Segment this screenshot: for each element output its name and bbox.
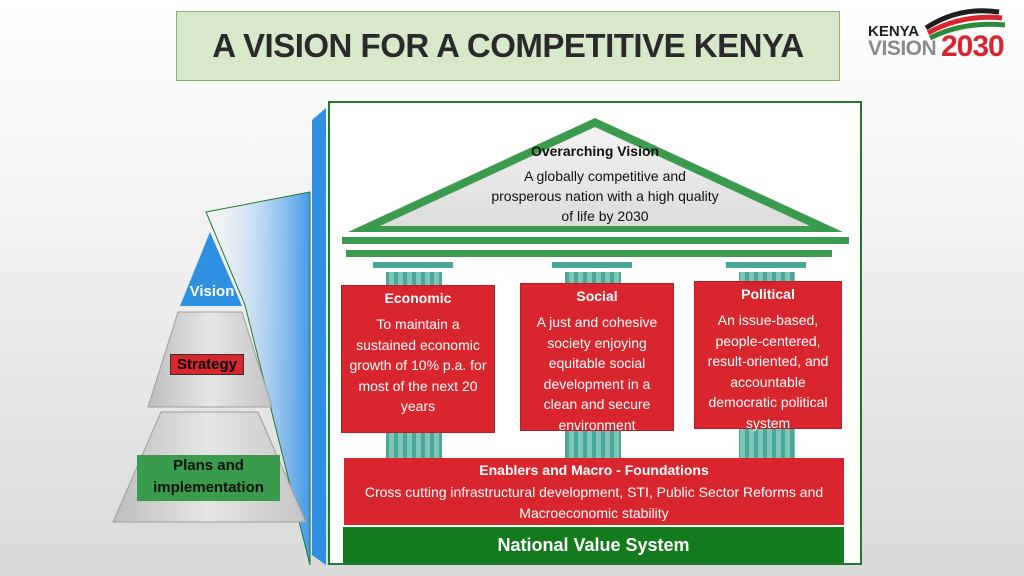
pyramid-strategy-label: Strategy — [170, 354, 244, 375]
overarching-vision-heading: Overarching Vision — [530, 143, 660, 159]
pillar-political-body: An issue-based, people-centered, result-… — [707, 312, 829, 431]
pyramid-plans-label: Plans and implementation — [137, 455, 280, 501]
enablers-body: Cross cutting infrastructural developmen… — [364, 484, 824, 521]
kenya-vision-logo — [924, 8, 1006, 41]
pillar-social-body: A just and cohesive society enjoying equ… — [536, 314, 658, 433]
logo-year-text: 2030 — [941, 30, 1005, 63]
pyramid-vision-tip — [180, 232, 242, 306]
pillar-political: Political An issue-based, people-centere… — [694, 281, 842, 431]
enablers-base: Enablers and Macro - Foundations Cross c… — [344, 458, 844, 525]
pillar-economic-heading: Economic — [384, 290, 452, 306]
logo-vision-text: VISION — [868, 37, 937, 60]
pillar-economic: Economic To maintain a sustained economi… — [341, 285, 495, 433]
pillar-political-heading: Political — [741, 286, 795, 302]
logo-kenya-text: KENYA — [868, 23, 920, 40]
page-title: A VISION FOR A COMPETITIVE KENYA — [212, 27, 804, 64]
pillar-social-heading: Social — [576, 288, 618, 304]
national-value-system-label: National Value System — [497, 534, 690, 555]
pyramid-vision-label: Vision — [189, 283, 235, 300]
plans-line-2: implementation — [153, 479, 264, 496]
overarching-vision-body: A globally competitive and prosperous na… — [491, 168, 719, 224]
plans-line-1: Plans and — [173, 457, 244, 474]
pillar-economic-body: To maintain a sustained economic growth … — [349, 316, 487, 414]
national-value-system-base: National Value System — [343, 527, 844, 563]
title-banner: A VISION FOR A COMPETITIVE KENYA — [176, 11, 840, 81]
pillar-social: Social A just and cohesive society enjoy… — [520, 283, 674, 433]
enablers-heading: Enablers and Macro - Foundations — [479, 462, 709, 478]
